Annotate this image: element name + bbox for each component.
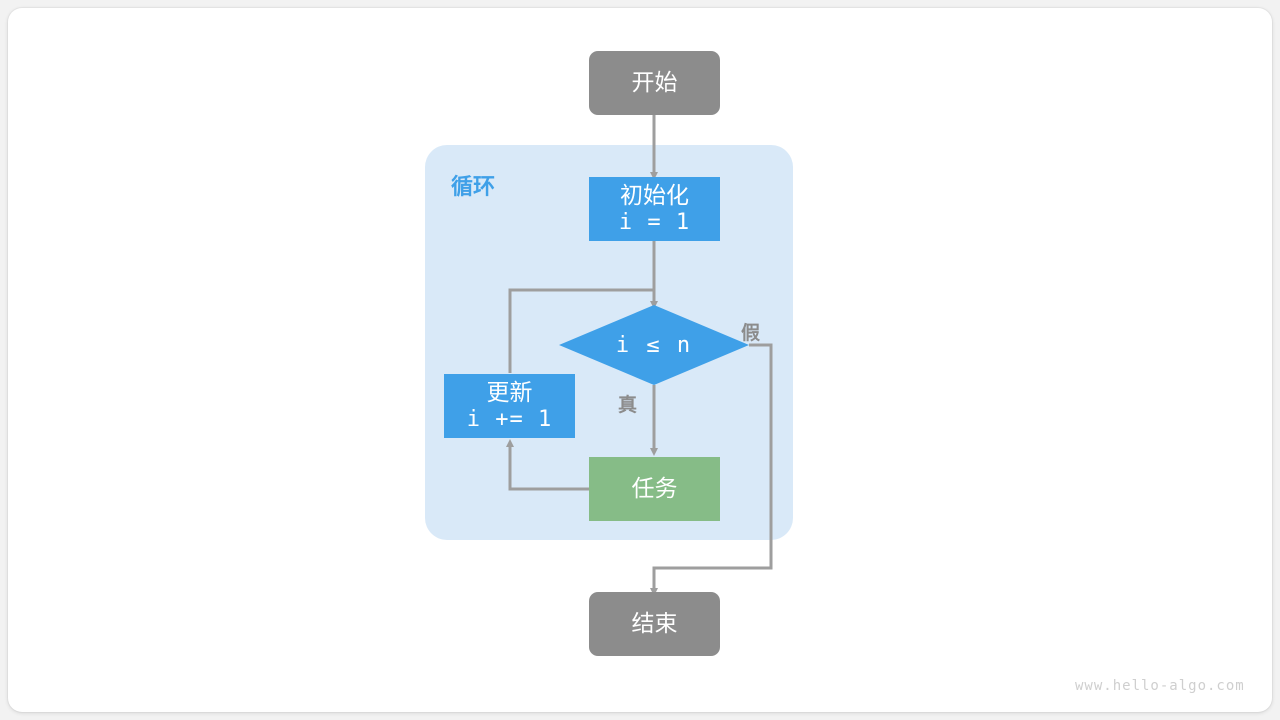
node-init[interactable]: 初始化 i = 1 bbox=[589, 177, 720, 241]
edge-label-false: 假 bbox=[741, 323, 761, 344]
node-start-label: 开始 bbox=[631, 69, 678, 96]
node-task[interactable]: 任务 bbox=[589, 457, 720, 521]
node-update-label: 更新 bbox=[486, 379, 533, 406]
edge-label-true: 真 bbox=[618, 395, 638, 416]
node-update[interactable]: 更新 i += 1 bbox=[444, 374, 575, 438]
node-update-code: i += 1 bbox=[466, 406, 553, 432]
node-condition[interactable]: i ≤ n bbox=[559, 305, 749, 385]
node-init-label: 初始化 bbox=[620, 182, 689, 209]
loop-container-label: 循环 bbox=[451, 174, 496, 199]
node-task-label: 任务 bbox=[631, 475, 678, 502]
node-start[interactable]: 开始 bbox=[589, 51, 720, 115]
watermark: www.hello-algo.com bbox=[1075, 678, 1245, 694]
node-init-code: i = 1 bbox=[618, 209, 691, 235]
node-condition-code: i ≤ n bbox=[615, 332, 693, 358]
node-end-label: 结束 bbox=[631, 610, 678, 637]
node-end[interactable]: 结束 bbox=[589, 592, 720, 656]
